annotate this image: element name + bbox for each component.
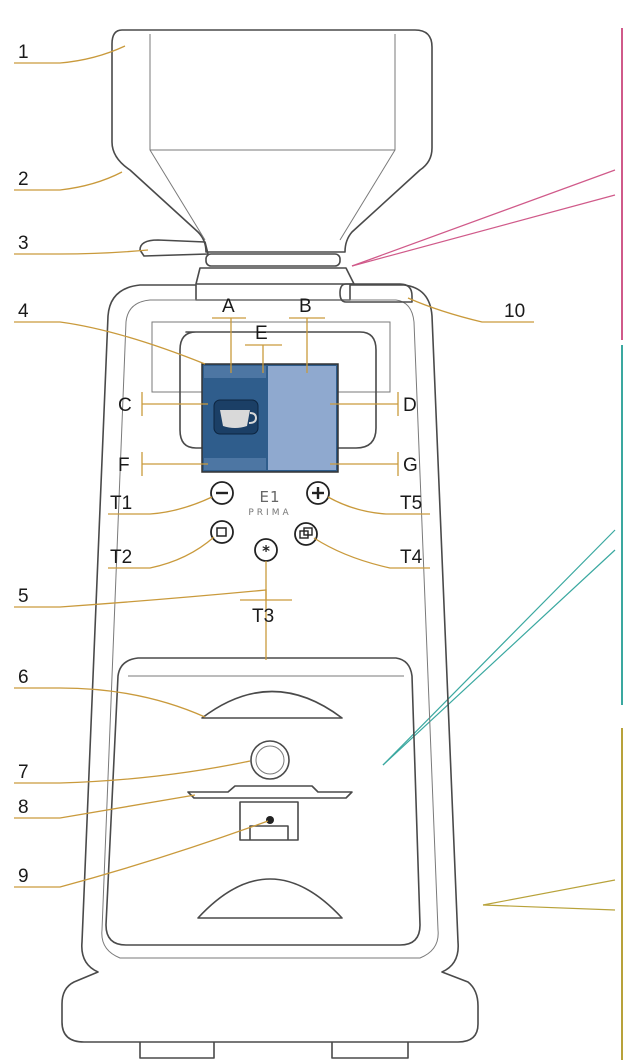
display-letter-labels: A B E C D F G bbox=[118, 296, 418, 476]
double-cup-icon bbox=[299, 527, 313, 539]
label-3: 3 bbox=[18, 233, 29, 254]
display bbox=[201, 363, 339, 473]
brand-model: PRIMA bbox=[248, 508, 291, 518]
grinder-body bbox=[61, 283, 479, 1059]
label-T5: T5 bbox=[400, 493, 422, 514]
label-T2: T2 bbox=[110, 547, 132, 568]
label-D: D bbox=[403, 395, 417, 416]
display-screen-right bbox=[268, 366, 336, 470]
label-2: 2 bbox=[18, 169, 29, 190]
coffee-cup-icon bbox=[213, 399, 259, 435]
manual-key[interactable]: * bbox=[254, 538, 278, 562]
label-7: 7 bbox=[18, 762, 29, 783]
hopper bbox=[111, 29, 433, 257]
plus-icon bbox=[312, 487, 324, 499]
activation-dot bbox=[266, 816, 274, 824]
margin-pointers bbox=[351, 169, 616, 911]
label-C: C bbox=[118, 395, 132, 416]
label-4: 4 bbox=[18, 301, 29, 322]
label-8: 8 bbox=[18, 797, 29, 818]
plus-key[interactable] bbox=[306, 481, 330, 505]
label-F: F bbox=[118, 455, 130, 476]
part-number-labels: 1 2 3 4 5 6 7 8 9 10 bbox=[18, 42, 525, 887]
label-10: 10 bbox=[504, 301, 525, 322]
label-T3: T3 bbox=[252, 606, 274, 627]
minus-key[interactable] bbox=[210, 481, 234, 505]
label-E: E bbox=[255, 323, 268, 344]
asterisk-icon: * bbox=[262, 542, 270, 560]
label-5: 5 bbox=[18, 586, 29, 607]
leader-lines bbox=[14, 45, 534, 888]
keypad: * bbox=[210, 481, 330, 562]
label-T1: T1 bbox=[110, 493, 132, 514]
label-9: 9 bbox=[18, 866, 29, 887]
label-B: B bbox=[299, 296, 312, 317]
label-6: 6 bbox=[18, 667, 29, 688]
display-leaders bbox=[108, 317, 430, 601]
double-dose-key[interactable] bbox=[294, 522, 318, 546]
single-cup-icon bbox=[216, 527, 227, 537]
key-labels: T1 T2 T3 T4 T5 bbox=[110, 493, 423, 627]
label-A: A bbox=[222, 296, 235, 317]
label-G: G bbox=[403, 455, 418, 476]
hopper-collar bbox=[195, 253, 355, 285]
label-1: 1 bbox=[18, 42, 29, 63]
single-dose-key[interactable] bbox=[210, 520, 234, 544]
brand-name: E1 bbox=[259, 488, 280, 506]
label-T4: T4 bbox=[400, 547, 423, 568]
